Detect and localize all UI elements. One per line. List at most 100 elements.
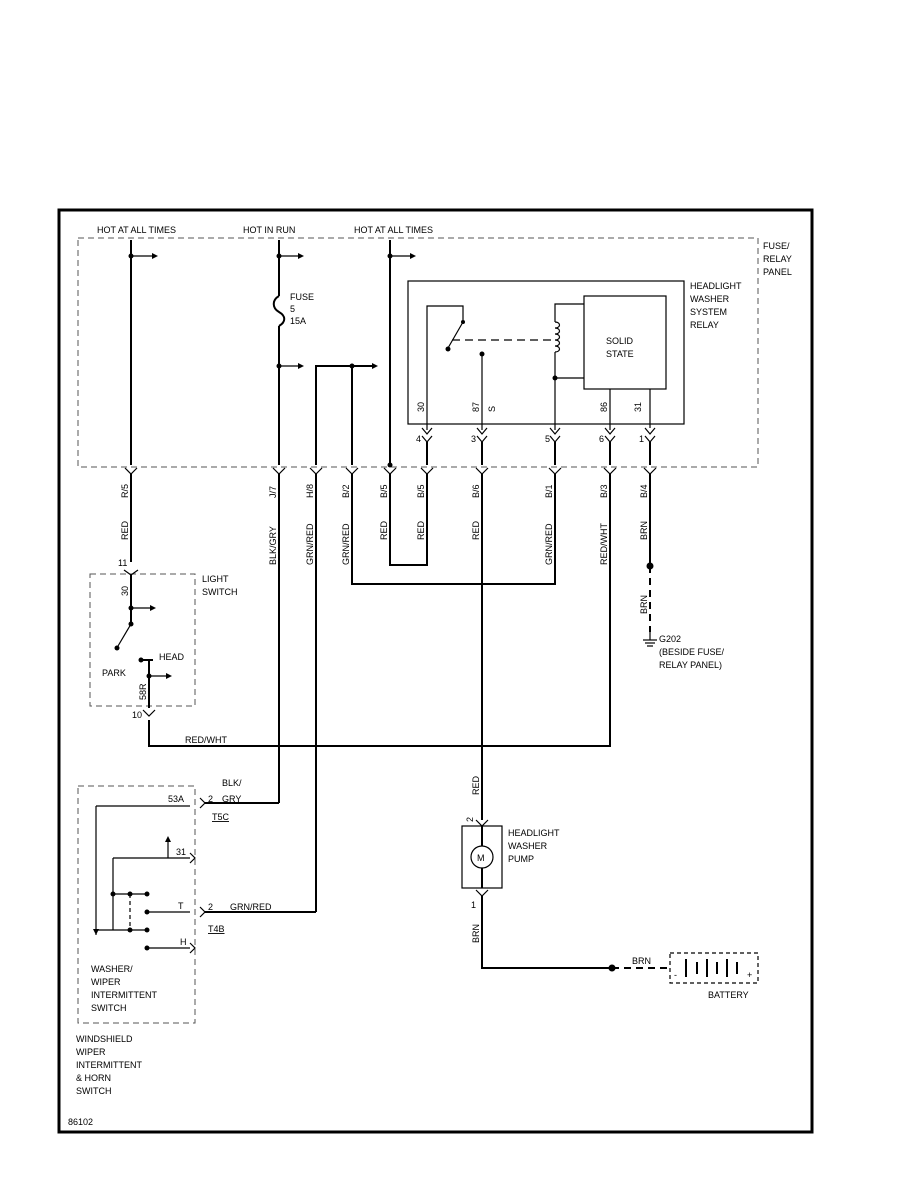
wire-label-grn-red-2: GRN/RED — [341, 523, 351, 565]
connector-chevron — [475, 889, 489, 897]
light-switch-box — [89, 573, 196, 707]
connector-chevron — [475, 819, 489, 827]
solid-state-box — [583, 295, 667, 390]
relay-term-6: 6 — [599, 434, 604, 444]
ws-label-5: SWITCH — [76, 1086, 112, 1096]
pump-label-2: WASHER — [508, 841, 548, 851]
ww-label-2: WIPER — [91, 977, 121, 987]
relay-label-2: WASHER — [690, 294, 730, 304]
wire-label-grn-red-1: GRN/RED — [305, 523, 315, 565]
relay-pin-86: 86 — [599, 402, 609, 412]
panel-connectors — [124, 467, 657, 475]
relay-term-1: 1 — [639, 434, 644, 444]
ground-desc-2: RELAY PANEL) — [659, 660, 722, 670]
light-switch-label-2: SWITCH — [202, 587, 238, 597]
ground-desc-1: (BESIDE FUSE/ — [659, 647, 725, 657]
conn-b4: B/4 — [639, 484, 649, 498]
ww-pin-h: H — [180, 937, 187, 947]
ww-label-3: INTERMITTENT — [91, 990, 157, 1000]
bus-arrow-icon — [166, 673, 172, 679]
relay-term-4: 4 — [416, 434, 421, 444]
relay-term-3: 3 — [471, 434, 476, 444]
light-switch-pin-11: 11 — [118, 558, 127, 568]
wire-label-red-1: RED — [120, 520, 130, 540]
battery-icon — [685, 959, 738, 977]
pump-pin-1: 1 — [471, 900, 476, 910]
wire-red-loop — [389, 474, 428, 566]
battery-plus: + — [747, 970, 752, 980]
pump-pin-2: 2 — [465, 817, 475, 822]
wire-red-wht — [148, 474, 611, 747]
conn-b5b: B/5 — [416, 484, 426, 498]
relay-term-5: 5 — [545, 434, 550, 444]
conn-h8: H/8 — [305, 484, 315, 498]
relay-term-connectors — [421, 427, 656, 443]
ww-pin-2b: 2 — [208, 902, 213, 912]
connector-chevron — [189, 942, 196, 954]
wire-grn-red-loop — [351, 474, 556, 585]
wire-label-brn-2: BRN — [639, 595, 649, 614]
conn-r5: R/5 — [120, 484, 130, 498]
contact-dot — [445, 346, 451, 352]
wire-label-red-3: RED — [416, 520, 426, 540]
pump-label-3: PUMP — [508, 854, 534, 864]
wire-label-red-2: RED — [379, 520, 389, 540]
wire-label-blk: BLK/ — [222, 778, 242, 788]
light-switch-park: PARK — [102, 668, 126, 678]
ww-pin-t: T — [178, 901, 184, 911]
ground-id: G202 — [659, 634, 681, 644]
bus-arrow-icon — [372, 363, 378, 369]
pump-label-1: HEADLIGHT — [508, 828, 560, 838]
washer-wiper-switch-box — [77, 785, 196, 1024]
relay-switch-arm — [447, 321, 464, 349]
ww-label-4: SWITCH — [91, 1003, 127, 1013]
wire-label-red-4: RED — [471, 520, 481, 540]
wire-grn-red-bus — [315, 365, 372, 465]
light-switch-label-1: LIGHT — [202, 574, 229, 584]
relay-label-1: HEADLIGHT — [690, 281, 742, 291]
wire-label-red-wht-2: RED/WHT — [185, 735, 227, 745]
relay-pin-87: 87 — [471, 402, 481, 412]
conn-b6: B/6 — [471, 484, 481, 498]
ww-pin-31: 31 — [176, 847, 186, 857]
relay-pin-31: 31 — [633, 402, 643, 412]
diagram-frame — [57, 208, 814, 1134]
ws-label-3: INTERMITTENT — [76, 1060, 142, 1070]
light-switch-pin-58r: 58R — [138, 683, 148, 700]
wire-brn-pump — [481, 896, 612, 969]
connector-chevron — [199, 906, 206, 918]
relay-coil-icon — [554, 321, 561, 353]
conn-b2: B/2 — [341, 484, 351, 498]
ww-label-1: WASHER/ — [91, 964, 133, 974]
fuse-label: FUSE — [290, 292, 314, 302]
arrow-icon — [165, 836, 171, 842]
bus-arrow-icon — [298, 363, 304, 369]
ws-label-4: & HORN — [76, 1073, 111, 1083]
relay-label-3: SYSTEM — [690, 307, 727, 317]
bus-arrow-icon — [410, 253, 416, 259]
light-switch-arm — [117, 623, 132, 647]
solid-state-label-2: STATE — [606, 349, 634, 359]
relay-box — [407, 280, 685, 425]
battery-box — [669, 952, 759, 984]
battery-label: BATTERY — [708, 990, 749, 1000]
fuse-panel-label-3: PANEL — [763, 267, 792, 277]
wire-label-blk-gry: BLK/GRY — [268, 526, 278, 565]
motor-label: M — [477, 853, 485, 863]
relay-pin-s: S — [487, 406, 497, 412]
light-switch-pin-10: 10 — [132, 710, 142, 720]
solid-state-label-1: SOLID — [606, 336, 634, 346]
conn-b1: B/1 — [544, 484, 554, 498]
wire-label-brn-4: BRN — [632, 956, 651, 966]
ww-pin-53a: 53A — [168, 794, 184, 804]
fuse-relay-panel-box — [77, 237, 759, 468]
bus-arrow-icon — [150, 605, 156, 611]
wire-label-grn-red-4: GRN/RED — [230, 902, 272, 912]
light-switch-head: HEAD — [159, 652, 185, 662]
coil-top-wire — [554, 303, 584, 322]
ww-conn-t5c: T5C — [212, 812, 230, 822]
junction-dot — [387, 462, 393, 468]
battery-minus: - — [674, 970, 677, 980]
supply-hot-all-times-1: HOT AT ALL TIMES — [97, 225, 176, 235]
